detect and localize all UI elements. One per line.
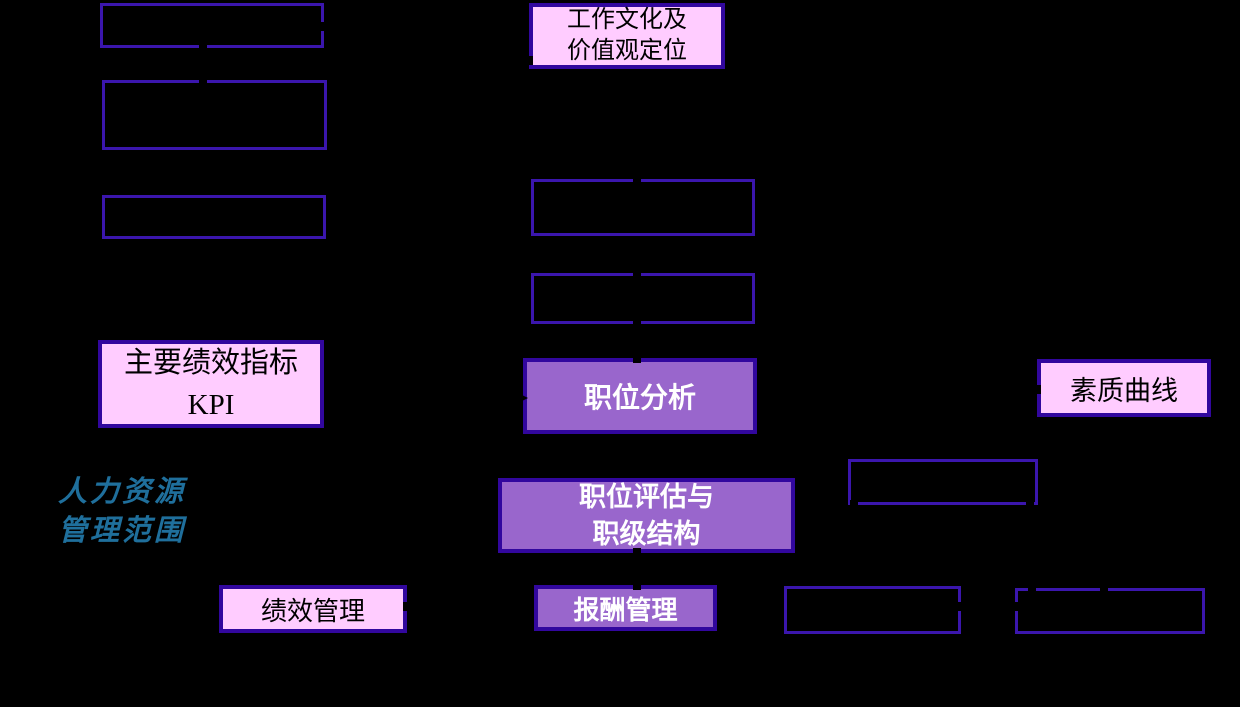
job-evaluation-line-2: 职级结构: [592, 518, 701, 549]
border-gap: [403, 602, 409, 611]
border-gap: [1014, 602, 1020, 611]
border-gap: [1028, 586, 1036, 592]
border-gap: [1026, 500, 1034, 506]
scope-label-line-1: 人力资源: [58, 474, 187, 508]
performance-management-label: 绩效管理: [260, 596, 365, 626]
unlabeled-box-bottom-2: [1015, 588, 1205, 634]
scope-label: 人力资源 管理范围: [58, 472, 186, 550]
connector-arrowhead-icon: [514, 391, 528, 405]
compensation-management-label: 报酬管理: [573, 594, 678, 625]
border-gap: [199, 44, 207, 50]
work-culture-box: 工作文化及 价值观定位: [529, 3, 725, 69]
performance-management-box: 绩效管理: [219, 585, 407, 633]
job-evaluation-line-1: 职位评估与: [579, 481, 714, 512]
border-gap: [850, 500, 858, 506]
job-analysis-box: 职位分析: [523, 358, 757, 434]
work-culture-line-1: 工作文化及: [567, 7, 687, 33]
kpi-box: 主要绩效指标 KPI: [98, 340, 324, 428]
border-gap: [633, 357, 641, 363]
job-evaluation-box: 职位评估与 职级结构: [498, 478, 795, 553]
border-gap: [199, 78, 207, 84]
border-gap: [633, 584, 641, 590]
border-gap: [633, 271, 641, 277]
border-gap: [633, 319, 641, 325]
quality-curve-box: 素质曲线: [1037, 359, 1211, 417]
compensation-management-box: 报酬管理: [534, 585, 717, 631]
border-gap: [319, 22, 325, 31]
border-gap: [633, 177, 641, 183]
unlabeled-box-left-2: [102, 80, 327, 150]
border-gap: [633, 548, 641, 554]
kpi-line-1: 主要绩效指标: [123, 347, 298, 379]
border-gap: [955, 602, 961, 611]
job-analysis-label: 职位分析: [583, 382, 696, 413]
work-culture-line-2: 价值观定位: [567, 38, 687, 64]
unlabeled-box-center-1: [531, 179, 755, 236]
unlabeled-box-left-3: [102, 195, 326, 239]
kpi-line-2: KPI: [187, 389, 235, 421]
scope-label-line-2: 管理范围: [58, 513, 187, 547]
unlabeled-box-bottom-1: [784, 586, 961, 634]
border-gap: [527, 56, 533, 65]
unlabeled-box-right-1: [848, 459, 1038, 505]
quality-curve-label: 素质曲线: [1070, 375, 1178, 406]
border-gap: [1035, 385, 1041, 394]
unlabeled-box-center-2: [531, 273, 755, 324]
border-gap: [1100, 586, 1108, 592]
unlabeled-box-left-1: [100, 3, 324, 48]
